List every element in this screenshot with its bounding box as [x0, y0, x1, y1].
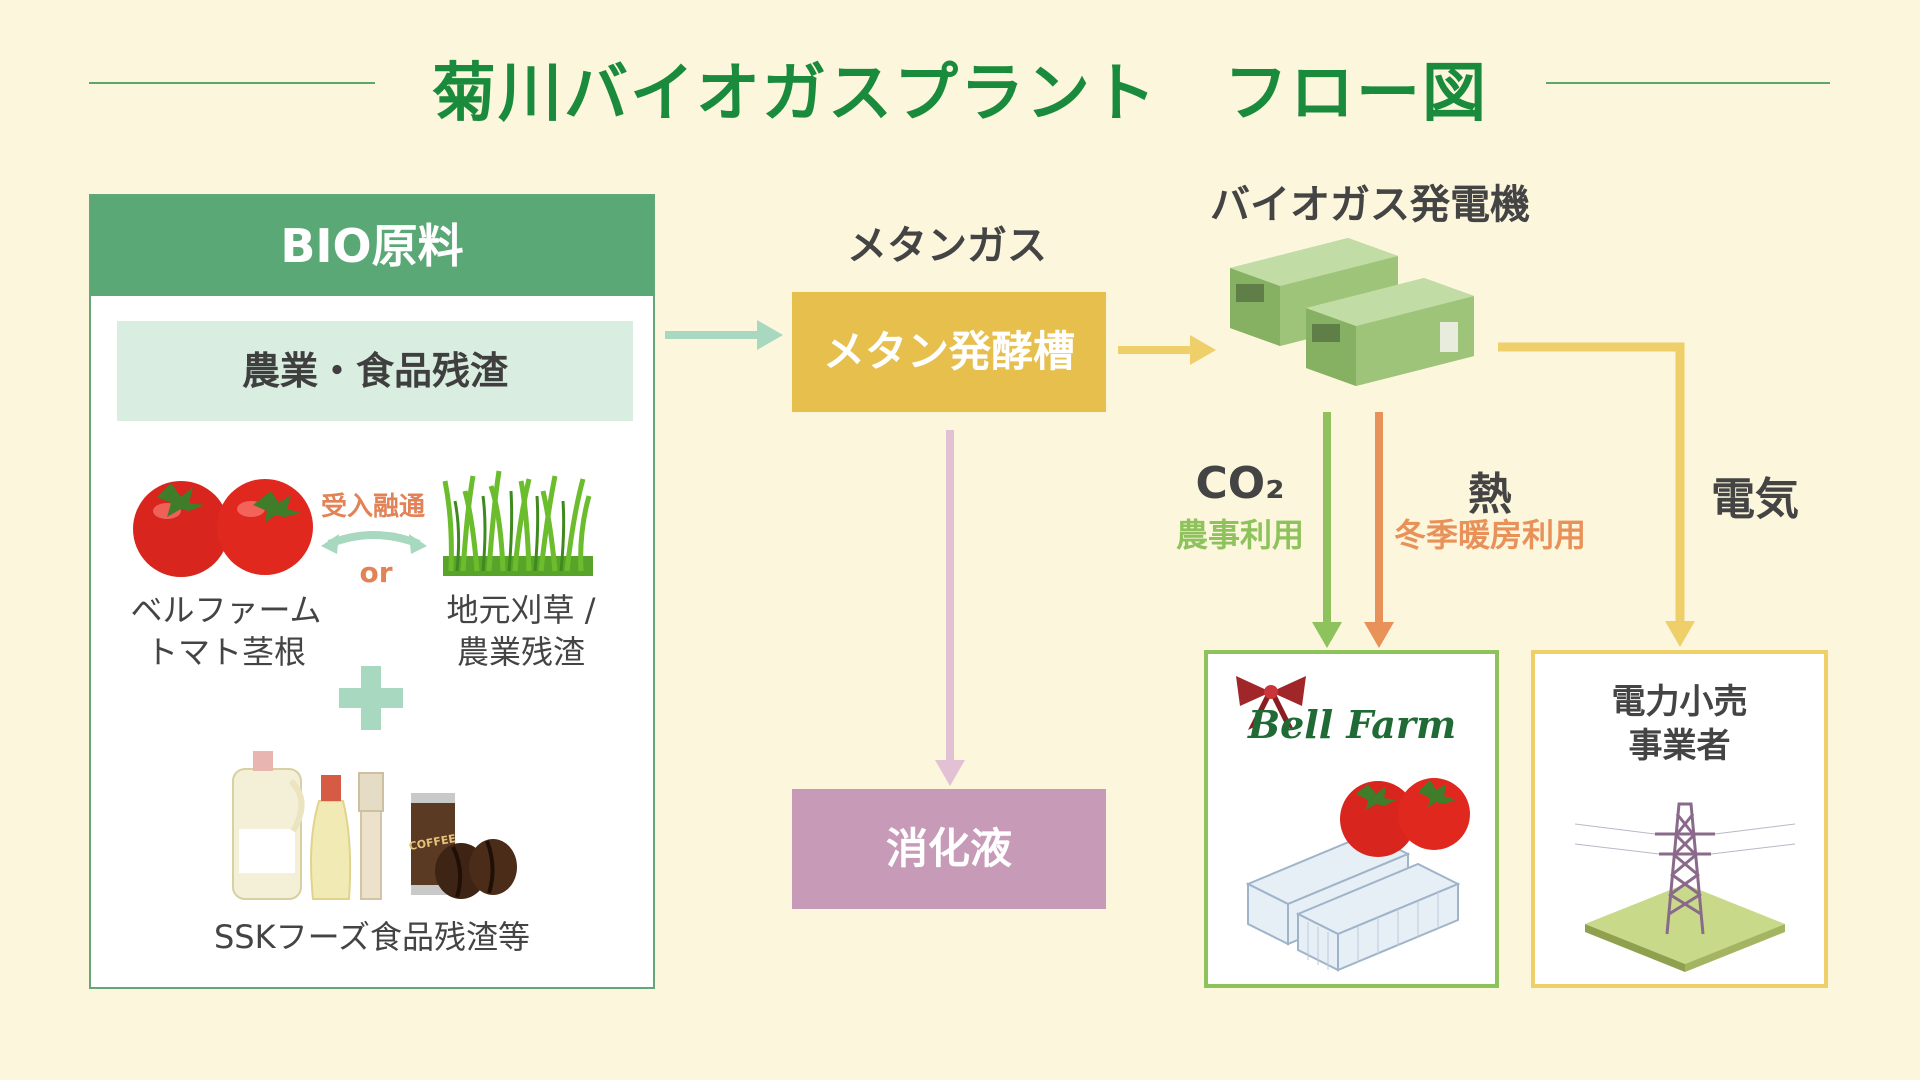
- electricity-label: 電気: [1711, 474, 1799, 525]
- exchange-arrow-icon: [321, 531, 427, 554]
- arrow-electricity: [1498, 342, 1695, 647]
- ribbon-icon: [1236, 676, 1306, 730]
- retailer-label: 電力小売 事業者: [1535, 680, 1824, 768]
- retailer-label-line1: 電力小売: [1611, 682, 1748, 722]
- ssk-caption: SSKフーズ食品残渣等: [213, 918, 530, 956]
- grass-illustration: [442, 470, 593, 576]
- bio-panel-header: BIO原料: [91, 196, 653, 296]
- co2-sub-label: 農事利用: [1175, 516, 1304, 554]
- bio-subheader: 農業・食品残渣: [117, 321, 633, 421]
- title-line-left: [89, 82, 375, 84]
- exchange-label: 受入融通: [320, 492, 425, 522]
- greenhouse-illustration: [1245, 778, 1470, 972]
- bellfarm-box: Bell Farm: [1204, 650, 1499, 988]
- retailer-box: 電力小売 事業者: [1531, 650, 1828, 988]
- grass-caption-line2: 農業残渣: [456, 633, 585, 671]
- grass-caption-line1: 地元刈草 /: [446, 591, 596, 629]
- tomato-caption-line1: ベルファーム: [130, 591, 322, 629]
- bio-panel: BIO原料 農業・食品残渣 受入融通 or ベルファーム トマト茎根: [89, 194, 655, 989]
- bellfarm-logo: Bell Farm: [1248, 702, 1457, 747]
- co2-label: CO₂: [1195, 458, 1285, 509]
- grass-caption: 地元刈草 / 農業残渣: [401, 589, 641, 673]
- food-products-illustration: COFFEE: [232, 751, 517, 900]
- fermenter-box: メタン発酵槽: [792, 292, 1106, 412]
- arrow-fermenter-to-generator: [1118, 335, 1216, 365]
- heat-sub-label: 冬季暖房利用: [1393, 516, 1586, 554]
- title-line-right: [1546, 82, 1830, 84]
- power-tower-illustration: [1574, 802, 1796, 972]
- methane-gas-label: メタンガス: [847, 223, 1047, 269]
- arrow-heat: [1364, 412, 1394, 648]
- tomato-caption-line2: トマト茎根: [145, 633, 306, 671]
- tomato-illustration: [133, 479, 313, 577]
- retailer-label-line2: 事業者: [1628, 726, 1731, 766]
- arrow-bio-to-fermenter: [665, 320, 783, 350]
- page-title: 菊川バイオガスプラント フロー図: [432, 57, 1488, 131]
- generator-illustration: [1230, 238, 1474, 386]
- arrow-fermenter-to-digestate: [935, 430, 965, 786]
- digestate-box: 消化液: [792, 789, 1106, 909]
- generator-label: バイオガス発電機: [1210, 182, 1530, 228]
- or-label: or: [359, 556, 393, 589]
- heat-label: 熱: [1468, 469, 1512, 520]
- plus-icon: [339, 666, 403, 730]
- tomato-caption: ベルファーム トマト茎根: [101, 589, 351, 673]
- arrow-co2: [1312, 412, 1342, 648]
